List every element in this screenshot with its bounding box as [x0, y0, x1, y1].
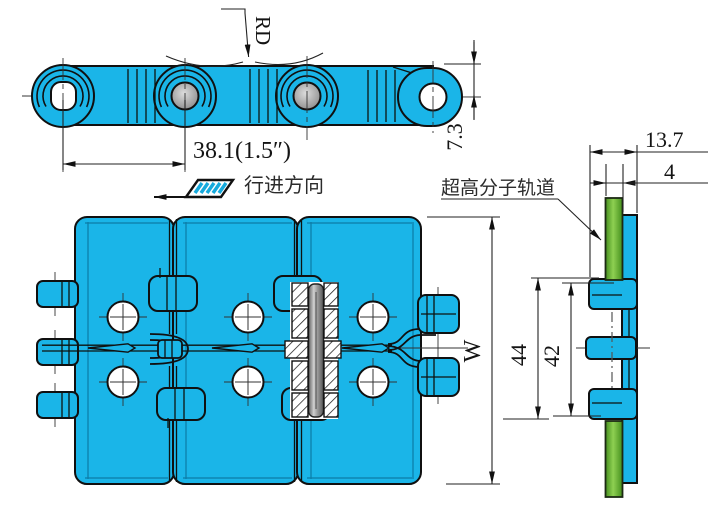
sprocket-arc-left [165, 55, 244, 67]
pin-section-cut [284, 282, 342, 419]
travel-direction-label: 行进方向 [244, 174, 324, 197]
left-tab-1 [36, 280, 79, 308]
track-thickness-dimension: 4 [590, 159, 708, 212]
plan-view: W [36, 216, 500, 485]
chain-piece-stripes [193, 181, 228, 195]
rd-label: RD [251, 16, 275, 45]
left-tab-2 [36, 338, 79, 366]
section-view: 13.7 4 44 42 超高分子轨道 [441, 127, 708, 498]
track-callout: 超高分子轨道 [441, 177, 602, 241]
plate-holes [99, 293, 397, 406]
rd-callout: RD [221, 8, 275, 58]
left-tab-3 [36, 391, 79, 419]
width-symbol-text: W [460, 339, 486, 362]
track-thickness-text: 4 [664, 159, 675, 184]
rd-leader-line [221, 8, 251, 58]
travel-direction-symbol: 行进方向 [154, 174, 324, 200]
section-depth-text: 13.7 [645, 127, 684, 152]
lower-guide-block [588, 388, 638, 420]
hatched-knuckle-blocks [284, 282, 342, 418]
plate-height-dimension: 7.3 [442, 40, 481, 151]
right-hinge-fork [387, 287, 468, 404]
plate-height-text: 7.3 [442, 123, 467, 151]
pitch-dimension: 38.1(1.5″) [62, 100, 291, 170]
uhmw-track-top [604, 197, 624, 281]
split-pin-needles [87, 343, 391, 353]
middle-hinge-tab [585, 336, 637, 360]
track-leader-line [557, 198, 602, 241]
chain-bar-body [62, 65, 434, 126]
side-elevation-view: RD 38.1(1.5″) 7.3 [21, 8, 482, 172]
track-label: 超高分子轨道 [441, 177, 555, 199]
section-depth-dimension: 13.7 [589, 127, 708, 277]
sprocket-arc-right [254, 52, 324, 66]
width-dimension: W [427, 216, 500, 485]
bar-detail-lines [127, 69, 396, 123]
pitch-dimension-text: 38.1(1.5″) [193, 138, 291, 164]
left-hinge-tabs [36, 272, 79, 427]
inner-width-text: 42 [539, 345, 564, 367]
junction-channels [168, 219, 303, 482]
hinge-eye-loop [149, 333, 189, 365]
inner-width-dimension: 42 [539, 282, 614, 417]
uhmw-track-bottom [604, 420, 624, 498]
end-chamfer-line [392, 66, 413, 74]
outer-width-dimension: 44 [503, 277, 599, 420]
outer-width-text: 44 [506, 344, 531, 366]
